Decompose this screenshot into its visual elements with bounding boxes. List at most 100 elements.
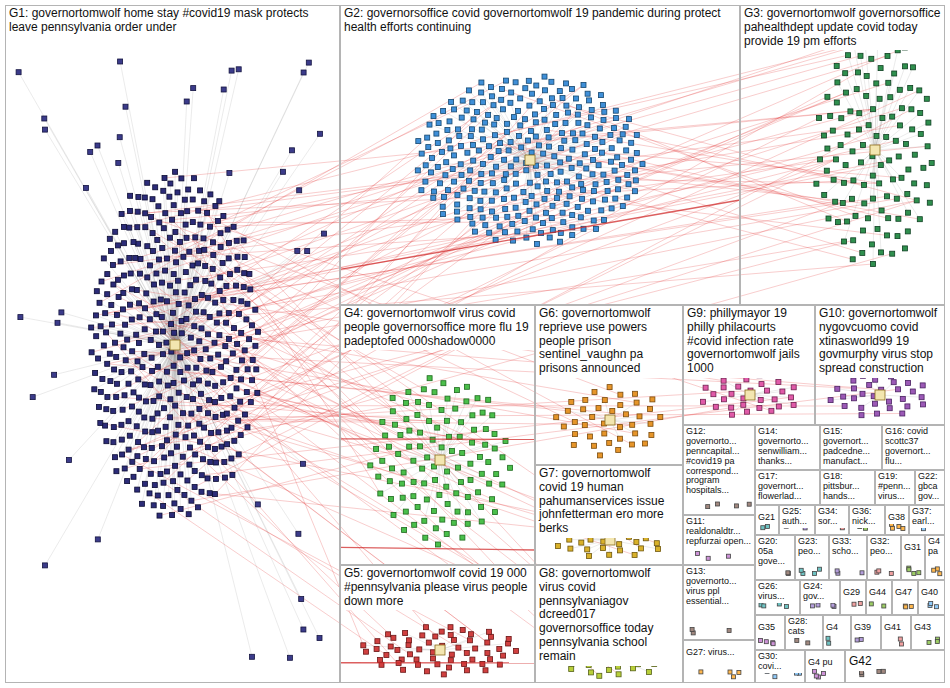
- vertex: [479, 127, 484, 132]
- vertex: [918, 131, 923, 136]
- vertex: [105, 394, 110, 399]
- vertex: [198, 222, 203, 227]
- vertex: [625, 172, 630, 177]
- vertex: [55, 320, 60, 325]
- vertex: [318, 131, 323, 136]
- vertex: [208, 192, 213, 197]
- vertex: [907, 568, 911, 572]
- vertex: [584, 142, 589, 147]
- vertex: [887, 406, 892, 411]
- vertex: [256, 329, 261, 334]
- vertex: [869, 242, 874, 247]
- vertex: [577, 105, 582, 110]
- link-line: [116, 397, 429, 421]
- vertex: [216, 352, 221, 357]
- vertex: [886, 216, 891, 221]
- vertex: [172, 501, 177, 506]
- vertex: [879, 208, 884, 213]
- vertex: [213, 300, 218, 305]
- link-line: [138, 244, 175, 345]
- vertex: [654, 541, 659, 546]
- vertex: [848, 109, 853, 114]
- vertex: [116, 295, 121, 300]
- vertex: [464, 668, 469, 673]
- vertex: [544, 127, 549, 132]
- link-line: [440, 460, 489, 484]
- vertex: [121, 224, 126, 229]
- vertex: [834, 64, 839, 69]
- link-line: [122, 90, 919, 454]
- vertex: [290, 148, 295, 153]
- vertex: [721, 397, 726, 402]
- vertex: [179, 318, 184, 323]
- link-line: [530, 99, 576, 161]
- vertex: [117, 135, 122, 140]
- vertex: [508, 100, 513, 105]
- vertex: [169, 322, 174, 327]
- vertex: [524, 168, 529, 173]
- vertex: [716, 502, 720, 506]
- vertex: [179, 176, 184, 181]
- vertex: [519, 145, 524, 150]
- vertex: [411, 458, 416, 463]
- vertex: [536, 143, 541, 148]
- vertex: [192, 469, 197, 474]
- vertex: [120, 407, 125, 412]
- vertex: [855, 638, 859, 642]
- vertex: [93, 370, 98, 375]
- vertex: [581, 83, 586, 88]
- vertex: [149, 215, 154, 220]
- vertex: [468, 134, 473, 139]
- vertex: [199, 326, 204, 331]
- vertex: [858, 53, 863, 58]
- vertex: [870, 145, 880, 155]
- vertex: [547, 235, 552, 240]
- vertex: [576, 174, 581, 179]
- vertex: [609, 206, 614, 211]
- link-line: [440, 441, 506, 460]
- vertex: [219, 444, 224, 449]
- vertex: [914, 198, 919, 203]
- vertex: [374, 447, 379, 452]
- vertex: [899, 642, 903, 646]
- vertex: [147, 491, 152, 496]
- vertex: [623, 412, 628, 417]
- vertex: [831, 177, 836, 182]
- vertex: [505, 121, 510, 126]
- vertex: [478, 207, 483, 212]
- vertex: [617, 542, 622, 547]
- link-line: [547, 83, 888, 191]
- vertex: [618, 548, 623, 553]
- vertex: [105, 361, 110, 366]
- vertex: [88, 150, 93, 155]
- vertex: [158, 297, 163, 302]
- vertex: [501, 197, 506, 202]
- vertex: [467, 206, 472, 211]
- vertex: [906, 210, 911, 215]
- vertex: [107, 351, 112, 356]
- vertex: [897, 123, 902, 128]
- vertex: [238, 433, 243, 438]
- vertex: [435, 455, 445, 465]
- vertex: [119, 211, 124, 216]
- vertex: [589, 108, 594, 113]
- vertex: [527, 180, 532, 185]
- vertex: [376, 474, 381, 479]
- vertex: [183, 222, 188, 227]
- vertex: [527, 103, 532, 108]
- vertex: [222, 460, 227, 465]
- vertex: [658, 415, 663, 420]
- link-line: [750, 387, 794, 395]
- vertex: [205, 476, 210, 481]
- vertex: [921, 402, 926, 407]
- vertex: [234, 238, 239, 243]
- link-line: [129, 402, 419, 450]
- vertex: [152, 483, 157, 488]
- vertex: [224, 359, 229, 364]
- vertex: [454, 491, 459, 496]
- link-line: [138, 48, 905, 380]
- vertex: [142, 415, 147, 420]
- vertex: [192, 324, 197, 329]
- vertex: [231, 224, 236, 229]
- vertex: [197, 421, 202, 426]
